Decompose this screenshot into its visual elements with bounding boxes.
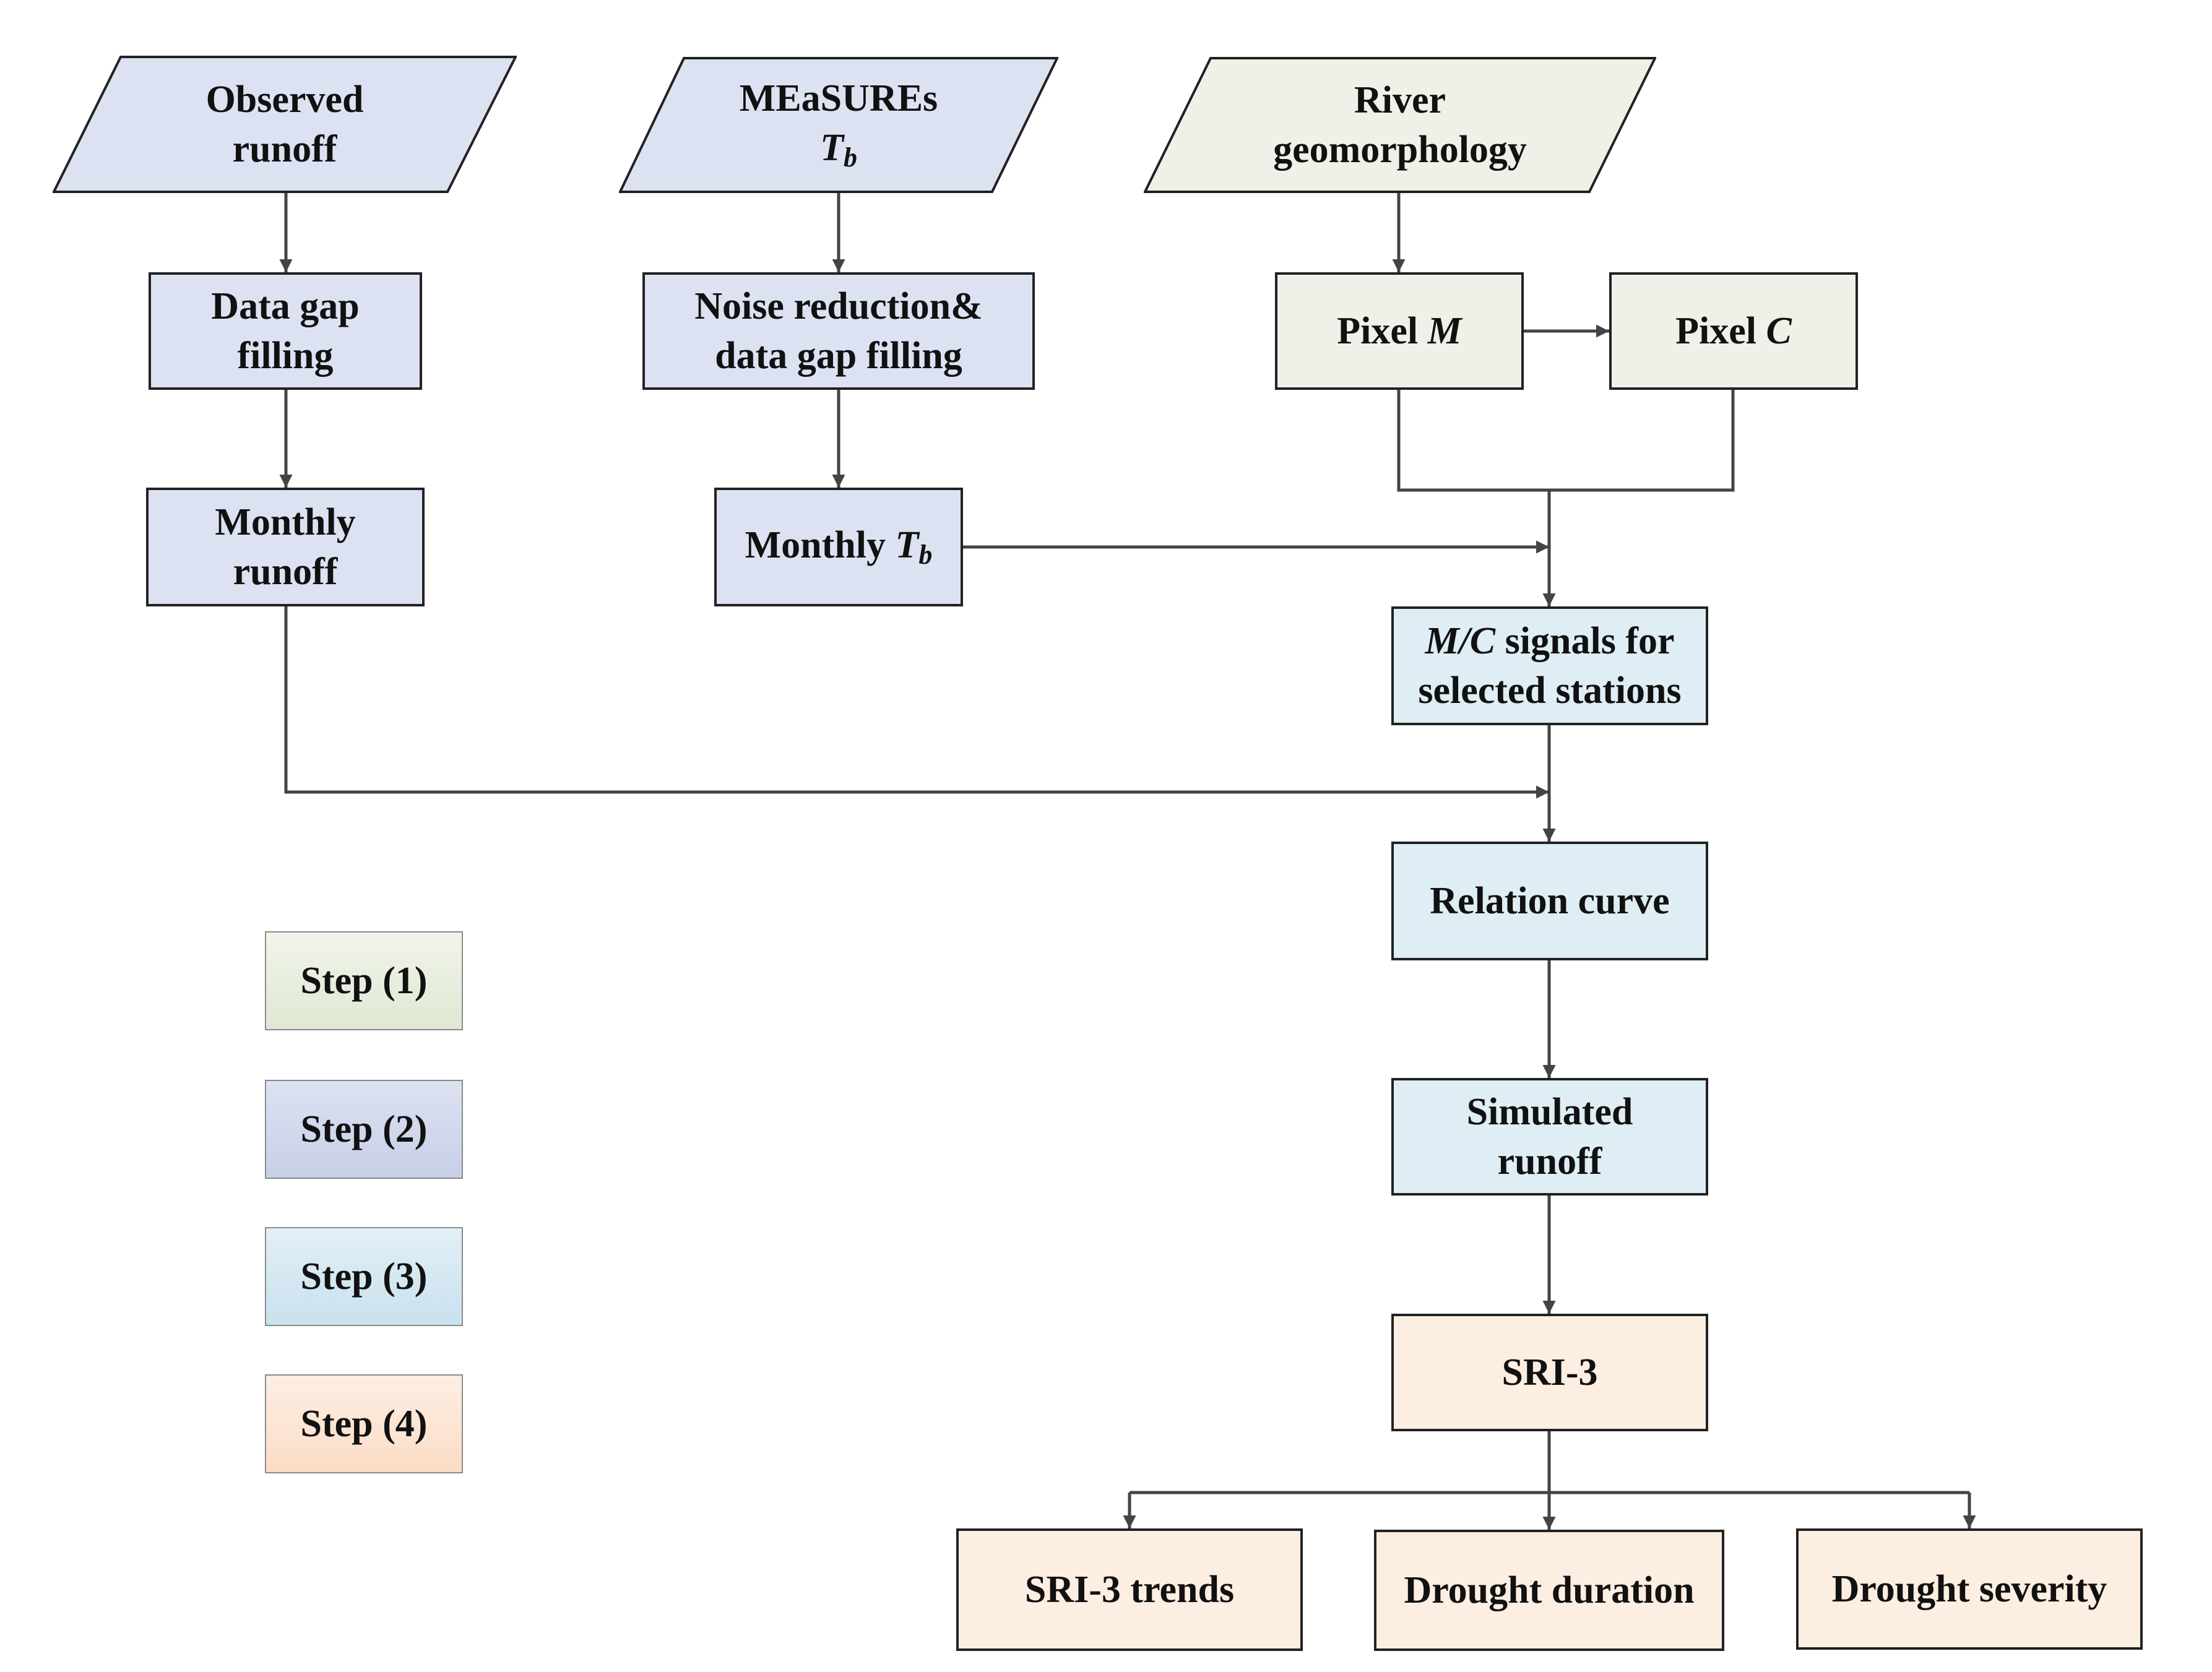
drought-severity-label: Drought severity [1831, 1568, 2107, 1610]
legend-step-2-label: Step (2) [300, 1108, 428, 1150]
legend-step-4-label: Step (4) [300, 1402, 428, 1445]
arrow-monthlyrunoff-to-relation [284, 606, 1549, 799]
monthly-tb-label: Monthly Tb [745, 520, 933, 574]
river-geomorphology-input: River geomorphology [1144, 57, 1656, 193]
monthly-tb-text: Monthly [745, 524, 896, 566]
river-line2: geomorphology [1273, 129, 1527, 171]
drought-severity-box: Drought severity [1796, 1528, 2143, 1650]
legend-step-1-label: Step (1) [300, 959, 428, 1002]
mc-var: M/C [1425, 620, 1496, 662]
river-line1: River [1354, 79, 1446, 121]
drought-duration-box: Drought duration [1374, 1530, 1724, 1651]
observed-runoff-line2: runoff [232, 128, 337, 170]
measures-tb-label: MEaSUREs Tb [619, 57, 1058, 193]
sri3-trends-label: SRI-3 trends [1024, 1569, 1235, 1611]
relation-curve-label: Relation curve [1430, 880, 1670, 922]
data-gap-filling-line1: Data gap [211, 285, 360, 327]
river-geomorphology-label: River geomorphology [1144, 57, 1656, 193]
mc-signals-line2: selected stations [1418, 670, 1682, 712]
legend-step-2: Step (2) [265, 1080, 463, 1179]
tb-sub: b [843, 142, 857, 173]
mc-rest: signals for [1495, 620, 1675, 662]
tb-main: T [820, 127, 844, 169]
legend-step-3-label: Step (3) [300, 1255, 428, 1298]
monthly-runoff-line2: runoff [233, 551, 338, 593]
simulated-runoff-box: Simulated runoff [1391, 1078, 1708, 1196]
measures-line1: MEaSUREs [739, 77, 938, 119]
noise-reduction-line1: Noise reduction& [694, 285, 983, 327]
data-gap-filling-box: Data gap filling [149, 272, 422, 390]
mc-signals-line1: M/C signals for [1425, 616, 1674, 666]
monthly-tb-sub: b [918, 540, 933, 570]
monthly-runoff-line1: Monthly [215, 501, 356, 543]
monthly-tb-main: T [895, 524, 919, 566]
line-pixels-join [1397, 390, 1735, 492]
legend-step-3: Step (3) [265, 1227, 463, 1326]
pixel-m-var: M [1427, 310, 1462, 352]
legend-step-4: Step (4) [265, 1374, 463, 1473]
sri3-trends-box: SRI-3 trends [956, 1528, 1303, 1651]
relation-curve-box: Relation curve [1391, 842, 1708, 960]
parallelogram-shape [53, 56, 517, 193]
monthly-runoff-box: Monthly runoff [146, 488, 425, 606]
pixel-m-box: Pixel M [1275, 272, 1524, 390]
drought-duration-label: Drought duration [1404, 1569, 1695, 1611]
simulated-runoff-line2: runoff [1497, 1140, 1602, 1183]
monthly-tb-box: Monthly Tb [714, 488, 963, 606]
observed-runoff-input: Observed runoff [53, 56, 517, 193]
measures-tb-input: MEaSUREs Tb [619, 57, 1058, 193]
simulated-runoff-line1: Simulated [1466, 1091, 1633, 1133]
sri3-label: SRI-3 [1501, 1351, 1598, 1394]
pixel-c-label: Pixel C [1675, 306, 1792, 356]
parallelogram-shape [1144, 57, 1656, 193]
mc-signals-box: M/C signals for selected stations [1391, 606, 1708, 725]
pixel-c-var: C [1766, 310, 1792, 352]
pixel-c-text: Pixel [1675, 310, 1766, 352]
legend-step-1: Step (1) [265, 931, 463, 1030]
data-gap-filling-line2: filling [237, 335, 334, 377]
sri3-box: SRI-3 [1391, 1314, 1708, 1431]
parallelogram-shape [619, 57, 1058, 193]
measures-tb-symbol: Tb [820, 123, 857, 176]
observed-runoff-line1: Observed [205, 79, 364, 121]
observed-runoff-label: Observed runoff [53, 56, 517, 193]
pixel-c-box: Pixel C [1609, 272, 1858, 390]
noise-reduction-box: Noise reduction& data gap filling [642, 272, 1035, 390]
pixel-m-text: Pixel [1337, 310, 1428, 352]
pixel-m-label: Pixel M [1337, 306, 1461, 356]
noise-reduction-line2: data gap filling [715, 335, 962, 377]
